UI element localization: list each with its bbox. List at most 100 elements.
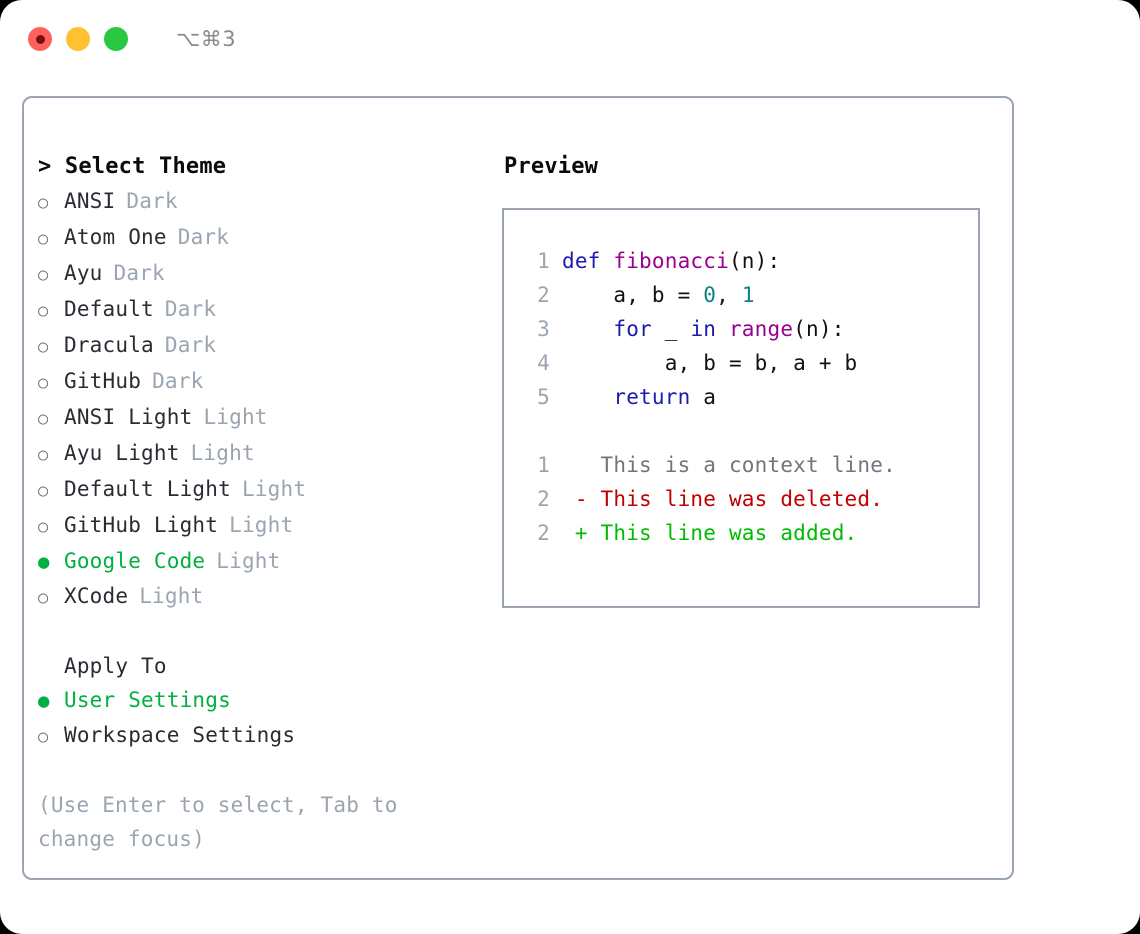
- code-token-pl: a, b = b, a + b: [562, 351, 858, 375]
- theme-option-category: Dark: [164, 333, 217, 357]
- code-token-pl: a, b =: [562, 283, 704, 307]
- line-number: 2: [537, 487, 550, 511]
- theme-option-ansi-light[interactable]: ○ ANSI Light Light: [38, 400, 494, 436]
- radio-unselected-icon: ○: [38, 265, 49, 285]
- apply-to-option-workspace-settings[interactable]: ○ Workspace Settings: [38, 718, 494, 754]
- apply-to-option-label: User Settings: [64, 688, 231, 712]
- theme-option-ansi[interactable]: ○ ANSI Dark: [38, 184, 494, 220]
- code-token-pl: [562, 385, 613, 409]
- theme-option-category: Dark: [177, 225, 230, 249]
- diff-line: 2 + This line was added.: [520, 516, 978, 550]
- minimize-button[interactable]: [66, 27, 90, 51]
- theme-option-category: Light: [190, 441, 255, 465]
- title-bar: ⌥⌘3: [0, 0, 1140, 78]
- code-token-pl: a: [690, 385, 717, 409]
- apply-to-option-user-settings[interactable]: ●User Settings: [38, 683, 494, 718]
- radio-unselected-icon: ○: [38, 409, 49, 429]
- code-line: 2 a, b = 0, 1: [520, 278, 978, 312]
- theme-option-label: GitHub Light: [64, 513, 219, 537]
- code-line: 1 def fibonacci(n):: [520, 244, 978, 278]
- code-token-kw: return: [613, 385, 691, 409]
- preview-header: Preview: [504, 154, 599, 179]
- keyboard-shortcut-label: ⌥⌘3: [176, 27, 237, 51]
- theme-option-label: GitHub: [64, 369, 142, 393]
- theme-option-label: Default: [64, 297, 154, 321]
- theme-option-category: Dark: [152, 369, 204, 393]
- theme-option-category: Dark: [113, 261, 165, 285]
- code-token-fn: fibonacci: [613, 249, 729, 273]
- theme-option-category: Light: [139, 584, 204, 608]
- radio-selected-icon: ●: [38, 551, 50, 573]
- theme-option-category: Light: [241, 477, 307, 501]
- line-number: 2: [537, 283, 550, 307]
- code-line-content: for _ in range(n):: [562, 312, 845, 346]
- code-token-kw: in: [690, 317, 717, 341]
- theme-option-category: Dark: [164, 297, 217, 321]
- maximize-button[interactable]: [104, 27, 128, 51]
- theme-option-dracula[interactable]: ○ Dracula Dark: [38, 328, 494, 364]
- theme-option-label: ANSI: [64, 189, 116, 213]
- code-token-pl: (n):: [793, 317, 845, 341]
- radio-unselected-icon: ○: [38, 445, 49, 465]
- code-token-kw: def: [562, 249, 614, 273]
- diff-line-content: + This line was added.: [562, 521, 858, 545]
- line-number: 5: [537, 385, 550, 409]
- line-number: 1: [537, 249, 550, 273]
- code-line-content: a, b = 0, 1: [562, 278, 755, 312]
- diff-sample: 1 This is a context line. 2 - This line w…: [520, 448, 978, 550]
- radio-unselected-icon: ○: [38, 229, 49, 249]
- radio-unselected-icon: ○: [38, 301, 49, 321]
- radio-unselected-icon: ○: [38, 337, 49, 357]
- theme-option-category: Light: [203, 405, 268, 429]
- code-token-pl: _: [651, 317, 691, 341]
- apply-to-header: Apply To: [64, 654, 167, 678]
- code-token-pl: ,: [716, 283, 742, 307]
- recording-dot-icon: [35, 34, 45, 44]
- diff-line-content: - This line was deleted.: [562, 487, 884, 511]
- theme-option-category: Dark: [126, 189, 178, 213]
- section-spacer: [38, 615, 494, 649]
- window-controls: [28, 27, 128, 51]
- code-token-num: 1: [741, 283, 755, 307]
- diff-line: 2 - This line was deleted.: [520, 482, 978, 516]
- code-line-content: def fibonacci(n):: [562, 244, 780, 278]
- code-line-content: return a: [562, 380, 716, 414]
- radio-unselected-icon: ○: [38, 193, 49, 213]
- code-token-pl: [716, 317, 729, 341]
- theme-option-label: Dracula: [64, 333, 154, 357]
- theme-option-google-code[interactable]: ● Google Code Light: [38, 544, 494, 579]
- theme-option-category: Light: [229, 513, 294, 537]
- code-token-kw: for: [613, 317, 652, 341]
- code-token-fn: range: [728, 317, 794, 341]
- radio-unselected-icon: ○: [38, 727, 49, 747]
- theme-option-label: Atom One: [64, 225, 167, 249]
- theme-option-label: ANSI Light: [64, 405, 193, 429]
- line-number: 2: [537, 521, 550, 545]
- code-token-pl: (n):: [728, 249, 781, 273]
- code-line: 4 a, b = b, a + b: [520, 346, 978, 380]
- code-token-num: 0: [703, 283, 717, 307]
- apply-to-option-label: Workspace Settings: [64, 723, 296, 747]
- theme-option-default[interactable]: ○ Default Dark: [38, 292, 494, 328]
- theme-option-category: Light: [216, 549, 281, 573]
- close-button[interactable]: [28, 27, 52, 51]
- theme-option-label: Google Code: [64, 549, 206, 573]
- apply-to-option-list: ●User Settings ○ Workspace Settings: [38, 683, 494, 754]
- keyboard-hint-text: (Use Enter to select, Tab to change focu…: [38, 793, 398, 851]
- theme-option-atom-one[interactable]: ○ Atom One Dark: [38, 220, 494, 256]
- line-number: 1: [537, 453, 550, 477]
- diff-line-content: This is a context line.: [562, 453, 896, 477]
- line-number: 3: [537, 317, 550, 341]
